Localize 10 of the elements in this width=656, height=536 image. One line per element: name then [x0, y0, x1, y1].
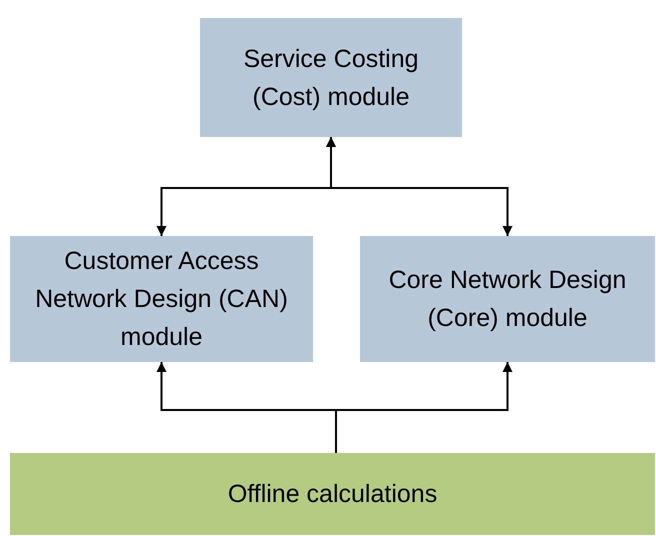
module-box	[200, 18, 462, 137]
node-label: Customer Access Network Design (CAN) module	[34, 246, 289, 353]
node-label: Offline calculations	[228, 479, 438, 510]
node-label: Service Costing (Cost) module	[242, 44, 420, 112]
node-label: Core Network Design (Core) module	[388, 265, 628, 334]
module-box	[10, 236, 313, 362]
module-box	[360, 236, 655, 362]
connector-arrow	[335, 362, 512, 453]
connector-arrow	[326, 137, 512, 236]
process-bar	[10, 453, 655, 535]
